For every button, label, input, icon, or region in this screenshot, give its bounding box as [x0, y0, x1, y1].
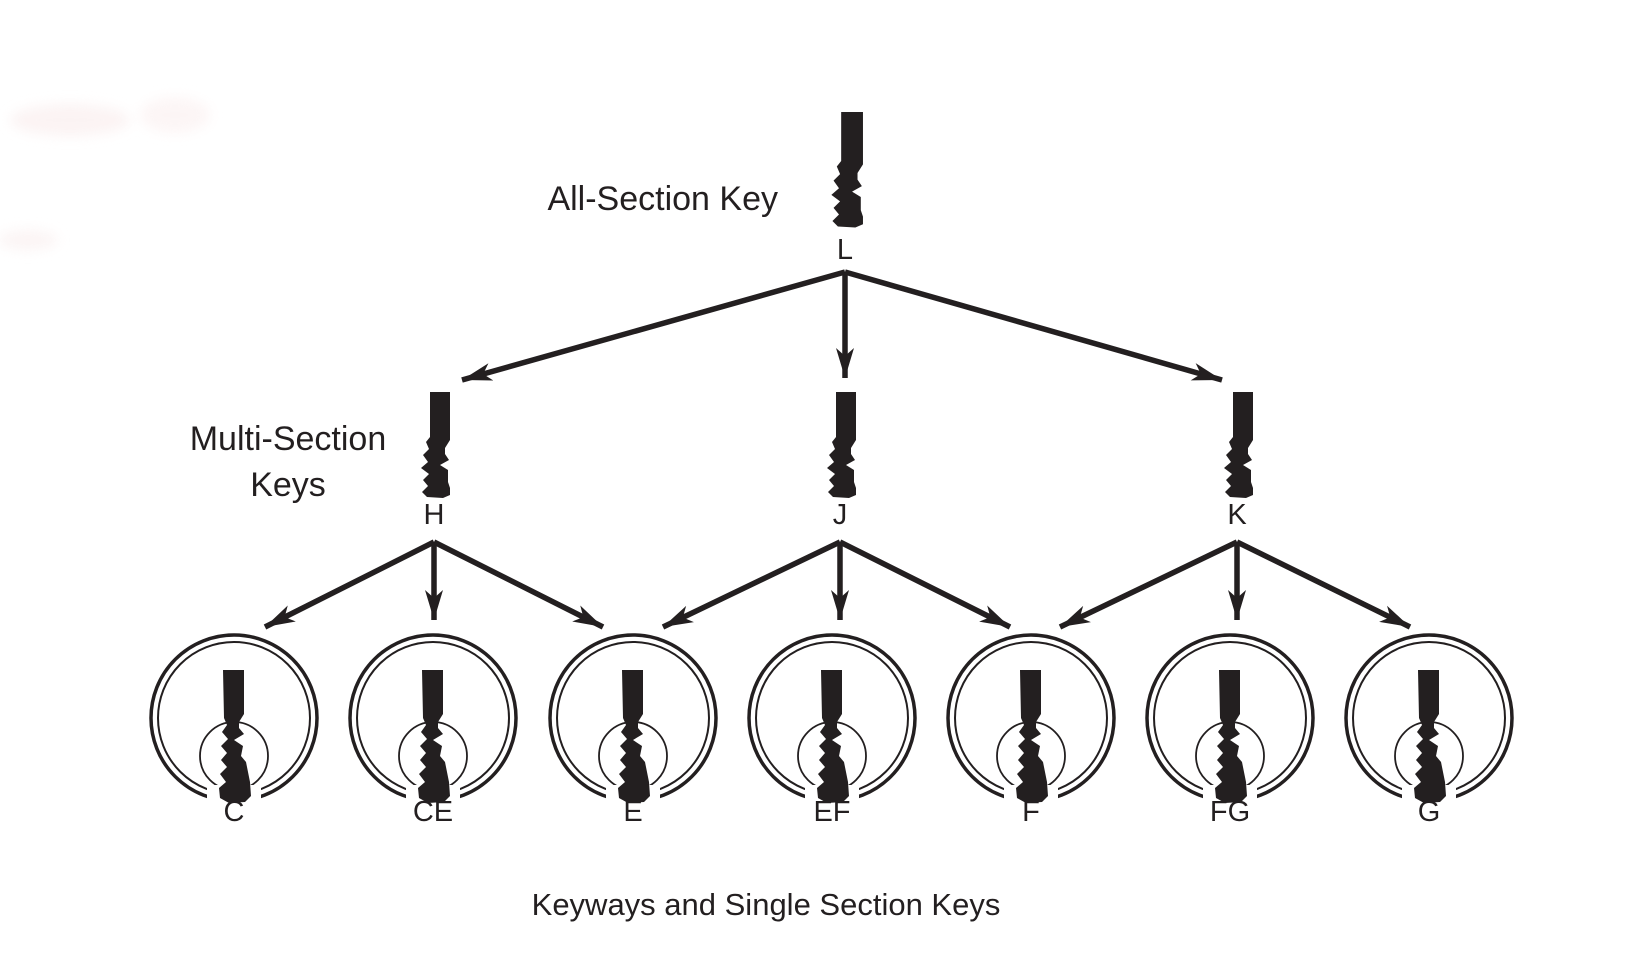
- keyway-fg-icon: [1215, 670, 1247, 803]
- key-profile-j-icon: [827, 392, 856, 498]
- node-label-f: F: [1022, 796, 1040, 828]
- lock-cylinder-fg-icon: [1145, 633, 1315, 813]
- arrow-k-to-f: [1058, 539, 1239, 630]
- level1-arrows: [461, 269, 1223, 383]
- node-label-ce: CE: [413, 796, 453, 828]
- keyway-c-icon: [219, 670, 251, 803]
- node-label-fg: FG: [1210, 796, 1250, 828]
- all-section-key-label: All-Section Key: [547, 180, 778, 218]
- node-label-h: H: [424, 499, 445, 531]
- scan-ghost-marks: [0, 97, 210, 250]
- arrow-h-to-c: [263, 539, 436, 630]
- key-profile-k-icon: [1224, 392, 1253, 498]
- arrow-j-to-e: [661, 539, 842, 630]
- lock-cylinder-ef-icon: [747, 633, 917, 813]
- multi-section-keys-label-line2: Keys: [250, 466, 326, 504]
- caption: Keyways and Single Section Keys: [532, 887, 1001, 922]
- level2-arrows: [263, 539, 1412, 630]
- arrow-l-to-k: [844, 269, 1223, 383]
- node-label-ef: EF: [813, 796, 850, 828]
- keyway-f-icon: [1016, 670, 1048, 803]
- node-label-k: K: [1227, 499, 1247, 531]
- key-profile-h-icon: [421, 392, 450, 498]
- multi-section-keys-label-line1: Multi-Section: [190, 420, 387, 458]
- lock-cylinder-e-icon: [548, 633, 718, 813]
- lock-cylinder-ce-icon: [348, 633, 518, 813]
- lock-cylinder-c-icon: [149, 633, 319, 813]
- lock-cylinder-g-icon: [1344, 633, 1514, 813]
- arrow-h-to-e: [432, 539, 605, 630]
- node-label-e: E: [623, 796, 642, 828]
- keyway-ce-icon: [418, 670, 450, 803]
- key-profile-l-icon: [831, 112, 863, 228]
- lock-cylinder-f-icon: [946, 633, 1116, 813]
- keyway-ef-icon: [817, 670, 849, 803]
- arrow-j-to-f: [838, 539, 1012, 630]
- arrow-k-to-g: [1235, 539, 1412, 630]
- node-label-g: G: [1418, 796, 1441, 828]
- arrow-l-to-h: [461, 269, 846, 383]
- keyway-e-icon: [618, 670, 650, 803]
- node-label-c: C: [224, 796, 245, 828]
- keyway-g-icon: [1414, 670, 1446, 803]
- node-label-l: L: [837, 234, 853, 266]
- node-label-j: J: [833, 499, 848, 531]
